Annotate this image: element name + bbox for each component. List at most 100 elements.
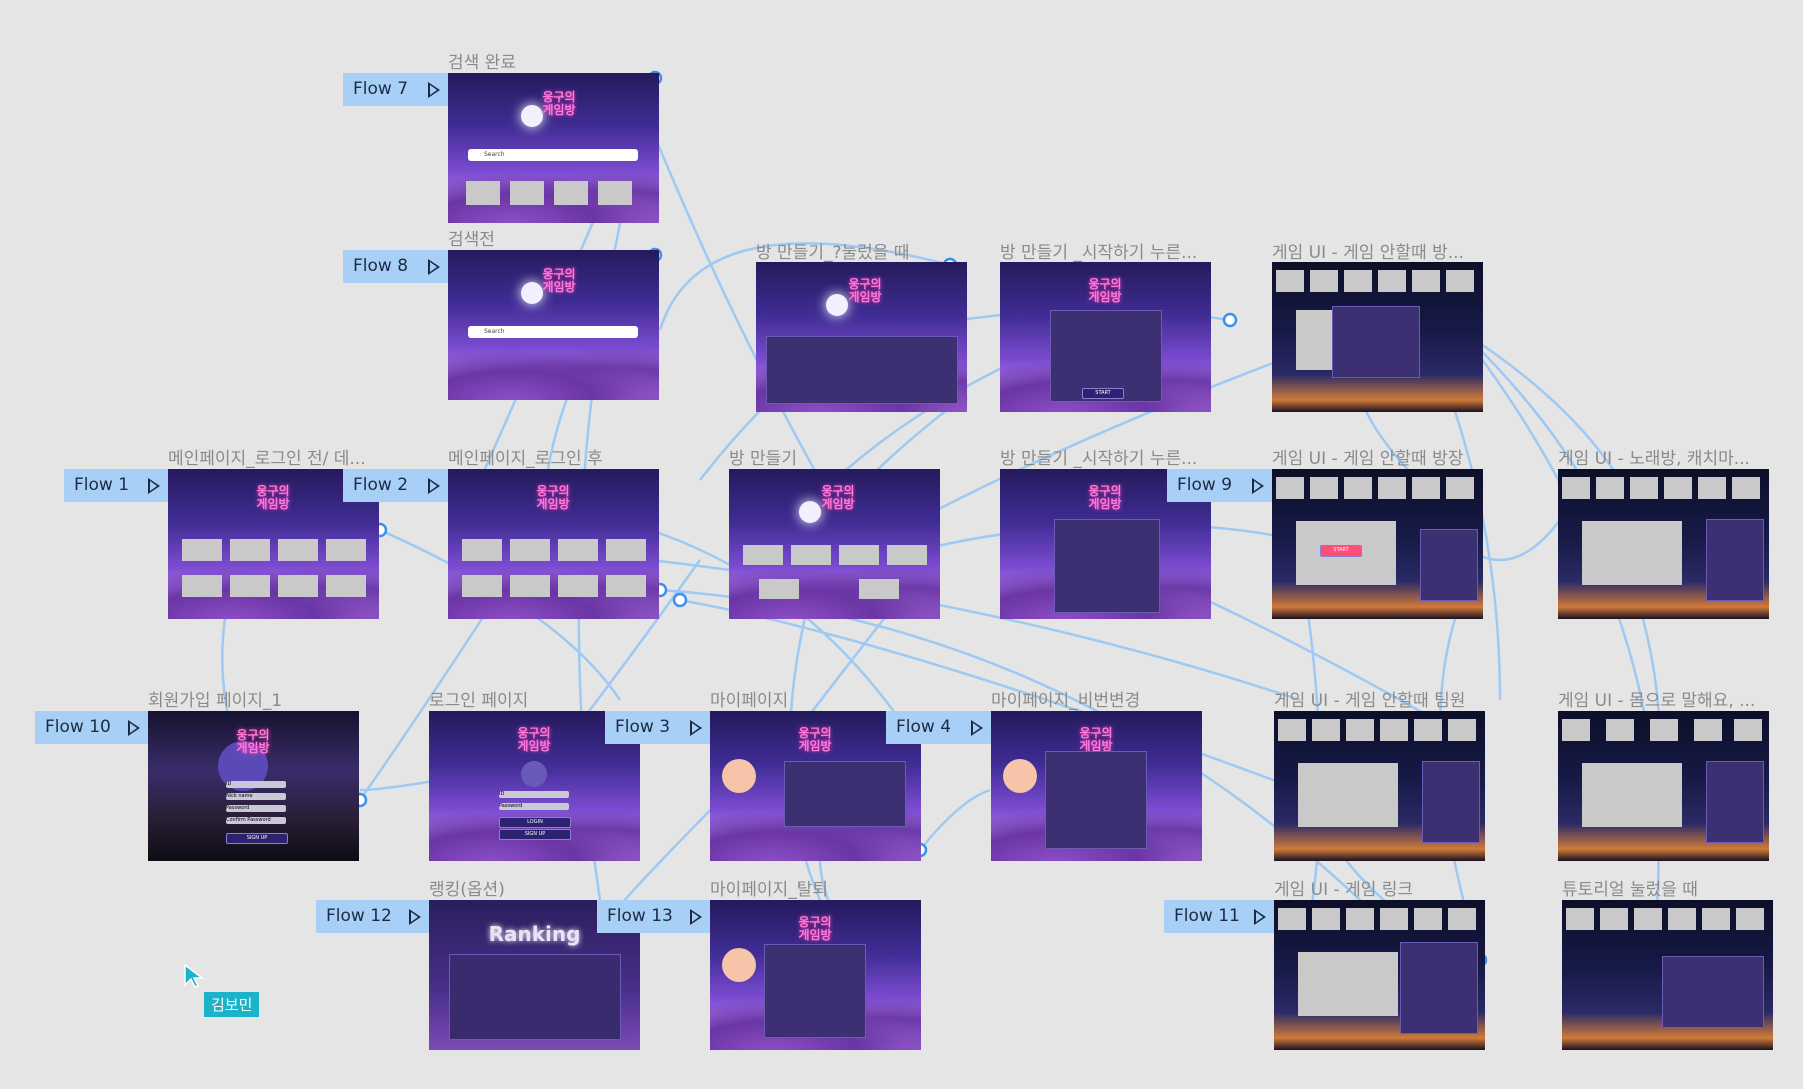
room-card[interactable]	[887, 545, 927, 565]
result-card[interactable]	[510, 181, 544, 205]
frame-game-body[interactable]	[1558, 711, 1769, 861]
player-slot	[1600, 908, 1628, 930]
flow-11-tag[interactable]: Flow 11	[1164, 900, 1274, 933]
connector-handle[interactable]	[672, 592, 688, 608]
result-card[interactable]	[598, 181, 632, 205]
room-card[interactable]	[326, 539, 366, 561]
player-slot	[1312, 908, 1340, 930]
signup-button[interactable]: SIGN UP	[499, 829, 571, 840]
player-slot	[1664, 477, 1692, 499]
room-card[interactable]	[791, 545, 831, 565]
frame-game-member[interactable]	[1274, 711, 1485, 861]
flow-1-tag[interactable]: Flow 1	[64, 469, 168, 502]
room-card[interactable]	[230, 575, 270, 597]
flow-3-tag[interactable]: Flow 3	[605, 711, 710, 744]
connector-handle[interactable]	[1222, 312, 1238, 328]
start-button[interactable]: START	[1320, 545, 1362, 557]
frame-game-host[interactable]: START	[1272, 469, 1483, 619]
create-room-dialog	[1050, 310, 1162, 402]
flow-9-tag[interactable]: Flow 9	[1167, 469, 1272, 502]
room-card[interactable]	[326, 575, 366, 597]
frame-game-song[interactable]	[1558, 469, 1769, 619]
confirm-password-field[interactable]: Confirm Password	[226, 817, 286, 824]
frame-make-room-start-1[interactable]: 웅구의 게임방 START	[1000, 262, 1211, 412]
play-icon[interactable]	[409, 909, 421, 925]
frame-tutorial[interactable]	[1562, 900, 1773, 1050]
room-card[interactable]	[510, 575, 550, 597]
nickname-field[interactable]: Nick name	[226, 793, 286, 800]
result-card[interactable]	[554, 181, 588, 205]
frame-game-link[interactable]	[1274, 900, 1485, 1050]
flow-4-tag[interactable]: Flow 4	[886, 711, 991, 744]
frame-signup[interactable]: 웅구의 게임방 ID Nick name Password Confirm Pa…	[148, 711, 359, 861]
frame-make-room-start-2[interactable]: 웅구의 게임방	[1000, 469, 1211, 619]
password-field[interactable]: Password	[499, 803, 569, 810]
flow-10-tag[interactable]: Flow 10	[35, 711, 148, 744]
room-card[interactable]	[278, 539, 318, 561]
chat-panel	[1706, 519, 1764, 601]
flow-2-tag[interactable]: Flow 2	[343, 469, 448, 502]
frame-ranking[interactable]: Ranking	[429, 900, 640, 1050]
play-icon[interactable]	[1252, 478, 1264, 494]
frame-mypage-leave[interactable]: 웅구의 게임방	[710, 900, 921, 1050]
room-card[interactable]	[230, 539, 270, 561]
signup-button[interactable]: SIGN UP	[226, 833, 288, 844]
flow-8-tag[interactable]: Flow 8	[343, 250, 448, 283]
cursor-icon	[184, 963, 205, 988]
frame-mypage[interactable]: 웅구의 게임방	[710, 711, 921, 861]
play-icon[interactable]	[428, 478, 440, 494]
logo: 웅구의 게임방	[798, 726, 832, 753]
frame-title: 메인페이지_로그인 전/ 데...	[168, 449, 366, 469]
flow-12-tag[interactable]: Flow 12	[316, 900, 429, 933]
logo: 웅구의 게임방	[1079, 726, 1113, 753]
room-card[interactable]	[182, 539, 222, 561]
room-card[interactable]	[462, 539, 502, 561]
room-card[interactable]	[462, 575, 502, 597]
frame-game-host-modal[interactable]	[1272, 262, 1483, 412]
search-input[interactable]: Search	[468, 149, 638, 161]
room-card[interactable]	[558, 539, 598, 561]
room-card[interactable]	[606, 575, 646, 597]
connector-line	[1459, 329, 1660, 971]
search-input[interactable]: Search	[468, 326, 638, 338]
room-card[interactable]	[558, 575, 598, 597]
frame-search-done[interactable]: 웅구의 게임방 Search	[448, 73, 659, 223]
play-icon[interactable]	[1254, 909, 1266, 925]
game-screen	[1298, 952, 1398, 1016]
play-icon[interactable]	[128, 720, 140, 736]
player-slot	[1446, 270, 1474, 292]
flow-7-tag[interactable]: Flow 7	[343, 73, 448, 106]
play-icon[interactable]	[971, 720, 983, 736]
frame-main-before-login[interactable]: 웅구의 게임방	[168, 469, 379, 619]
room-card[interactable]	[606, 539, 646, 561]
play-icon[interactable]	[428, 82, 440, 98]
room-card[interactable]	[759, 579, 799, 599]
frame-main-after-login[interactable]: 웅구의 게임방	[448, 469, 659, 619]
login-button[interactable]: LOGIN	[499, 817, 571, 828]
result-card[interactable]	[466, 181, 500, 205]
player-slot	[1378, 270, 1406, 292]
frame-login[interactable]: 웅구의 게임방 ID Password LOGIN SIGN UP	[429, 711, 640, 861]
room-card[interactable]	[182, 575, 222, 597]
frame-make-room-help[interactable]: 웅구의 게임방	[756, 262, 967, 412]
flow-13-tag[interactable]: Flow 13	[597, 900, 710, 933]
play-icon[interactable]	[690, 909, 702, 925]
room-card[interactable]	[510, 539, 550, 561]
play-icon[interactable]	[428, 259, 440, 275]
frame-title: 게임 UI - 게임 안할때 팀원	[1274, 691, 1466, 711]
start-button[interactable]: START	[1082, 388, 1124, 399]
play-icon[interactable]	[690, 720, 702, 736]
id-field[interactable]: ID	[499, 791, 569, 798]
room-card[interactable]	[859, 579, 899, 599]
frame-mypage-password[interactable]: 웅구의 게임방	[991, 711, 1202, 861]
id-field[interactable]: ID	[226, 781, 286, 788]
frame-make-room[interactable]: 웅구의 게임방	[729, 469, 940, 619]
room-card[interactable]	[278, 575, 318, 597]
room-card[interactable]	[839, 545, 879, 565]
password-field[interactable]: Password	[226, 805, 286, 812]
play-icon[interactable]	[148, 478, 160, 494]
room-card[interactable]	[743, 545, 783, 565]
frame-title: 방 만들기 _시작하기 누른...	[1000, 243, 1198, 263]
frame-search-before[interactable]: 웅구의 게임방 Search	[448, 250, 659, 400]
